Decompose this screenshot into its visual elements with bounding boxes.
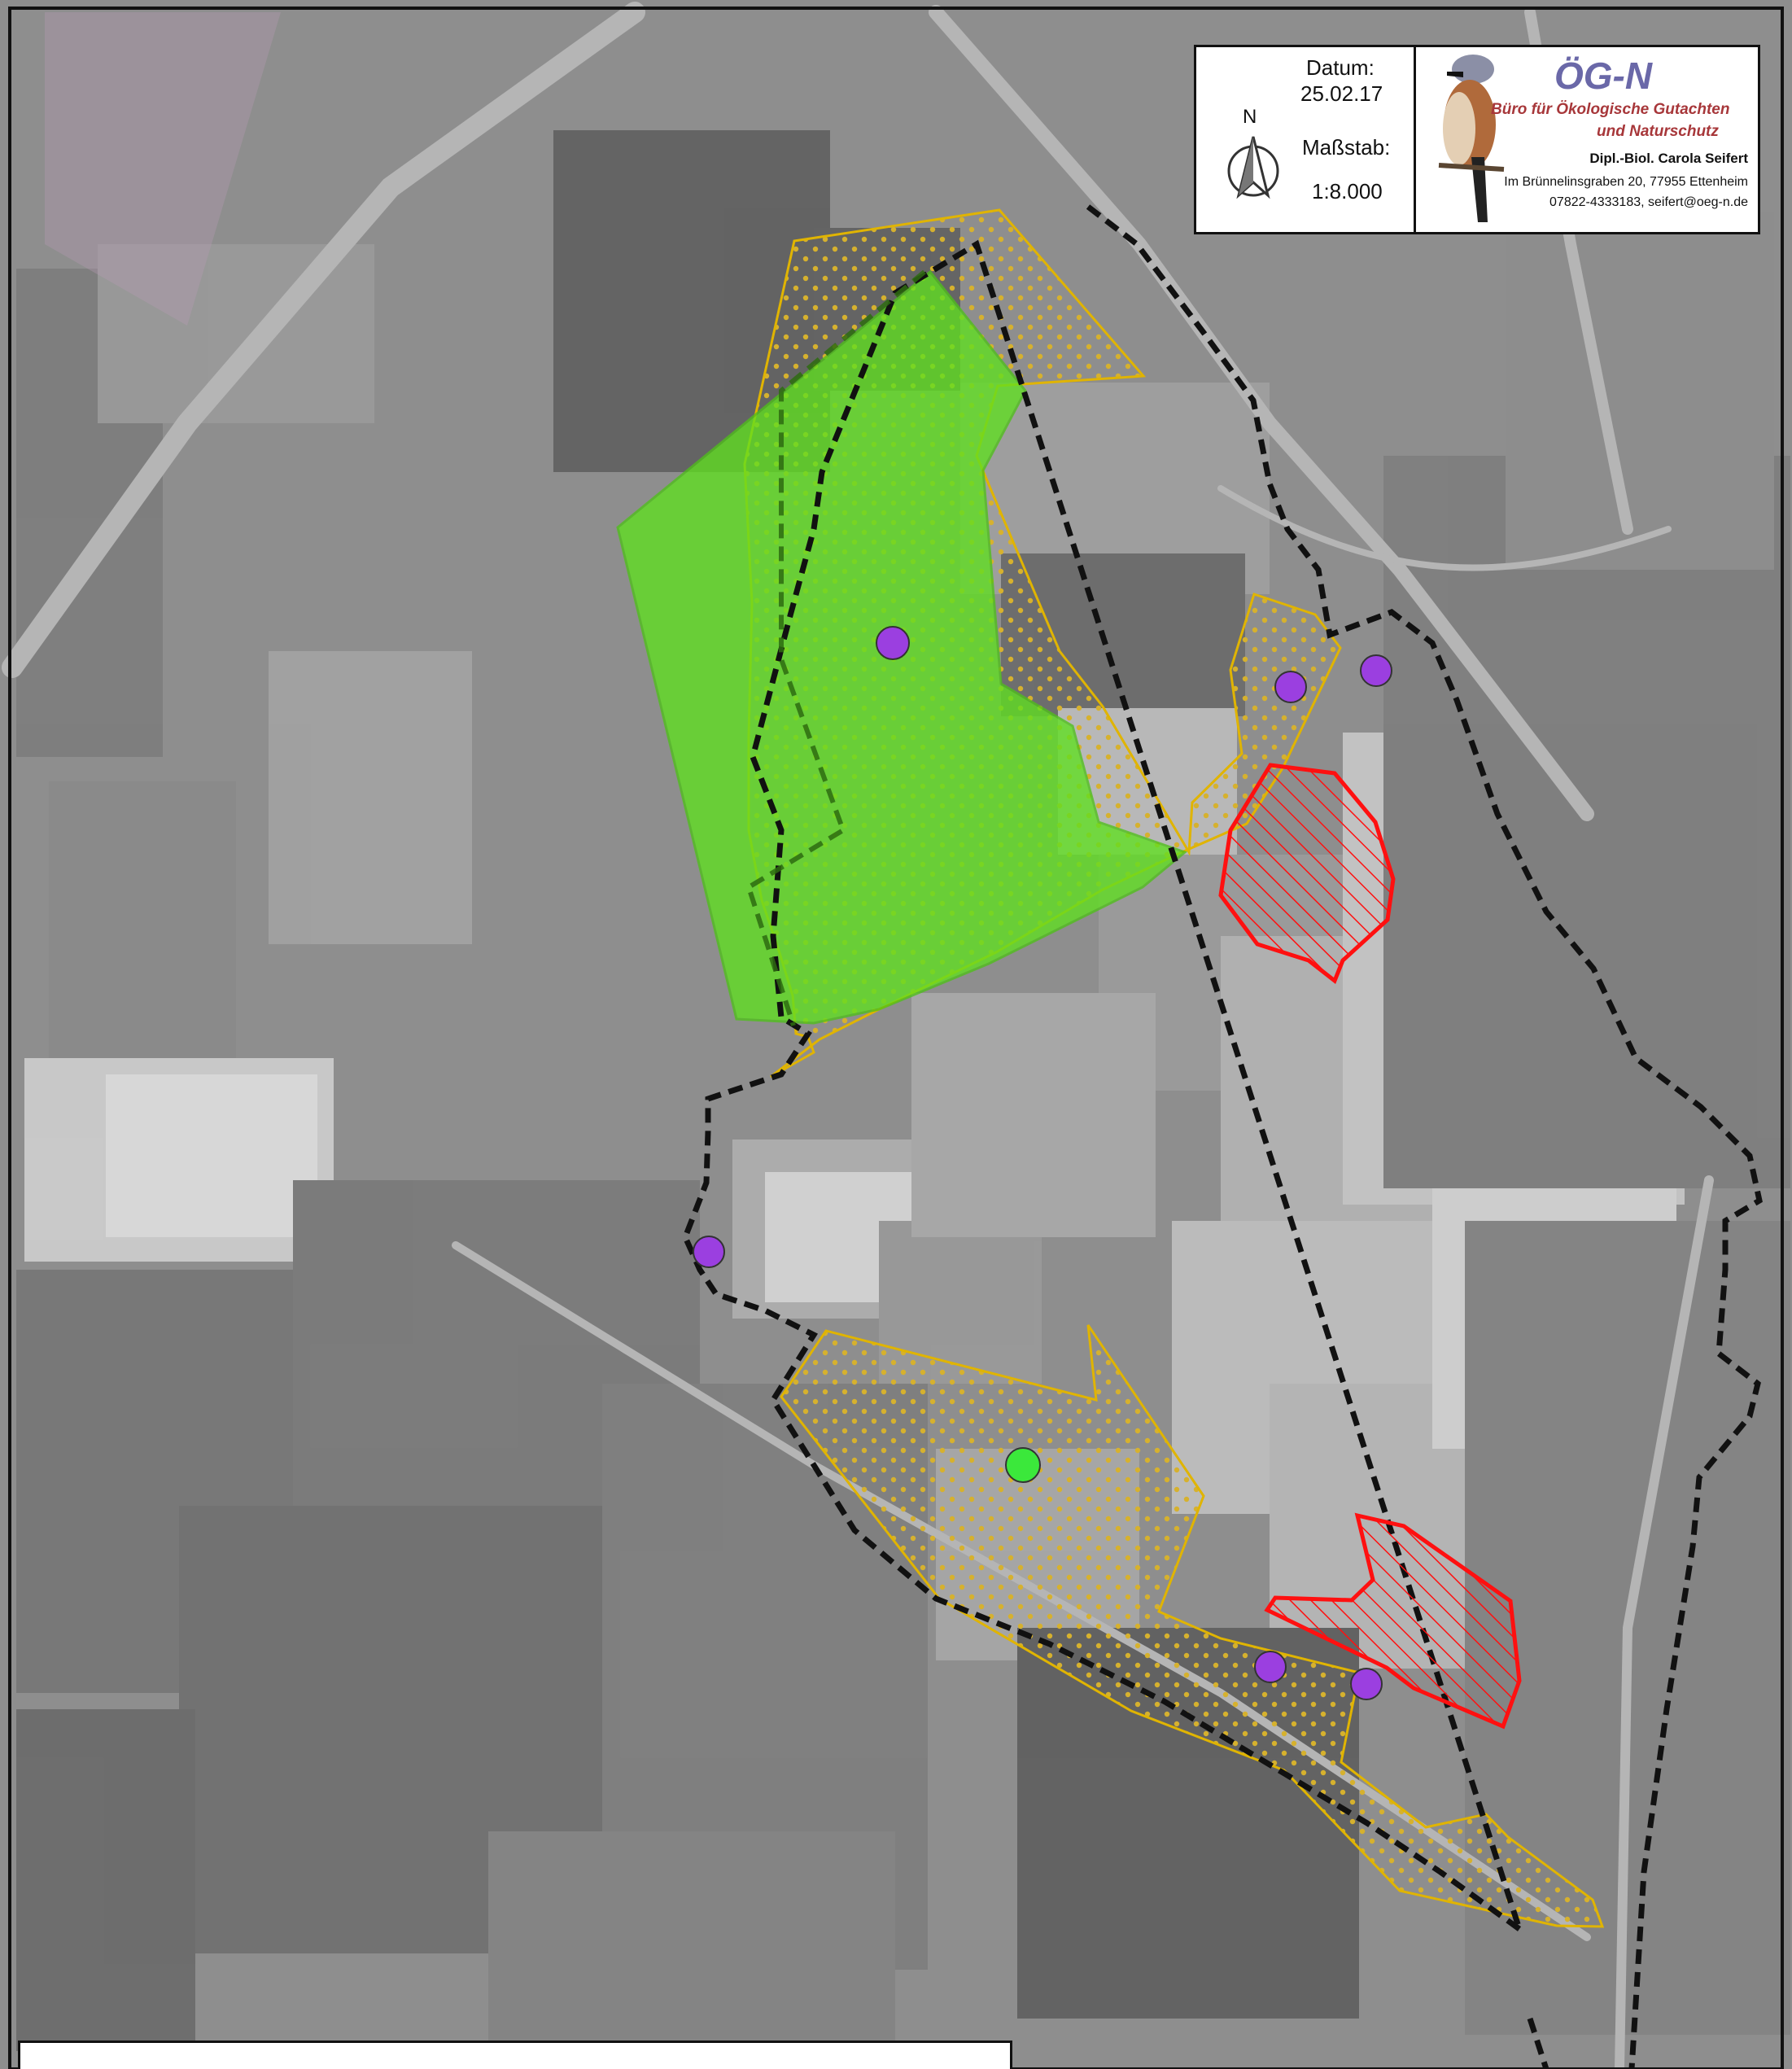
organization-person: Dipl.-Biol. Carola Seifert — [1589, 151, 1748, 166]
purple-point — [1274, 671, 1307, 703]
red-hatched-area-south — [1264, 1512, 1522, 1730]
points — [693, 626, 1392, 1700]
organization-panel: ÖG-N Büro für Ökologische Gutachten und … — [1416, 47, 1758, 232]
red-hatched-areas — [1218, 763, 1522, 1730]
scale-value: 1:8.000 — [1312, 179, 1383, 203]
purple-point — [1254, 1651, 1287, 1683]
purple-point — [1360, 654, 1392, 687]
field-parcels — [16, 130, 1790, 2059]
shaded-corner-area — [45, 12, 281, 326]
purple-point — [1350, 1668, 1383, 1700]
map-frame — [8, 7, 1784, 2069]
north-letter: N — [1243, 106, 1257, 128]
purple-point — [693, 1236, 725, 1268]
datum-value: 25.02.17 — [1300, 81, 1383, 106]
purple-point — [876, 626, 910, 660]
organization-name: ÖG-N — [1554, 55, 1653, 97]
scale-label: Maßstab: — [1302, 135, 1391, 160]
datum-label: Datum: — [1306, 55, 1375, 80]
organization-subtitle-1: Büro für Ökologische Gutachten — [1491, 101, 1730, 118]
organization-subtitle-2: und Naturschutz — [1597, 123, 1719, 140]
organization-contact: 07822-4333183, seifert@oeg-n.de — [1549, 195, 1748, 209]
legend-box: Datum: 25.02.17 N Maßstab: 1:8.000 ÖG-N … — [1194, 45, 1760, 234]
shrike-bird-icon — [1438, 55, 1505, 222]
organization-address: Im Brünnelinsgraben 20, 77955 Ettenheim — [1504, 175, 1748, 189]
north-arrow-icon — [1227, 136, 1279, 199]
red-hatched-area-north — [1218, 763, 1396, 985]
study-area-boundary — [682, 204, 1763, 2069]
dotted-area-south — [780, 1324, 1605, 1928]
legend-info-panel: Datum: 25.02.17 N Maßstab: 1:8.000 — [1196, 47, 1416, 232]
green-point — [1005, 1447, 1041, 1483]
bottom-legend-strip — [18, 2041, 1012, 2069]
